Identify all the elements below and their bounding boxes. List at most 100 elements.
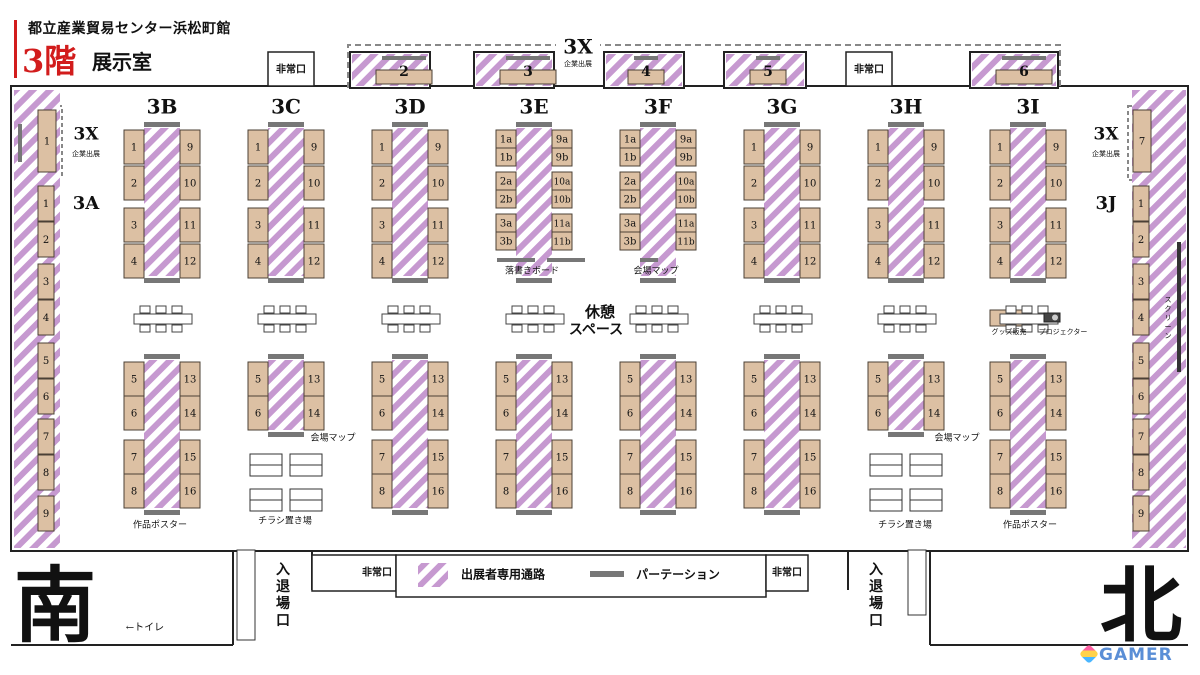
booth-3a <box>37 418 55 455</box>
booth-3a <box>37 495 55 532</box>
booth-number: 14 <box>928 409 941 420</box>
block-label: 3D <box>394 95 425 119</box>
booth <box>675 147 697 167</box>
booth <box>989 243 1011 279</box>
booth-number: 14 <box>308 409 321 420</box>
booth-number: 1 <box>43 199 49 210</box>
rest-chair <box>1037 305 1049 314</box>
booth <box>495 147 517 167</box>
booth <box>1045 473 1067 509</box>
booth-number: 15 <box>184 453 197 464</box>
booth-number: 11 <box>1050 221 1063 232</box>
booth <box>867 243 889 279</box>
booth-3j <box>1132 495 1150 532</box>
booth-number: 5 <box>997 375 1003 386</box>
partition <box>764 122 800 127</box>
corporate-sublabel-right: 企業出展 <box>1092 149 1120 158</box>
rest-table <box>505 305 565 333</box>
rest-table-top <box>381 313 441 325</box>
booth-number: 5 <box>379 375 385 386</box>
booth-number: 2 <box>255 179 261 190</box>
booth-number: 2 <box>997 179 1003 190</box>
rest-chair <box>883 305 895 314</box>
rest-chair <box>651 305 663 314</box>
booth-number: 10 <box>308 179 321 190</box>
booth-3x-top <box>749 69 787 85</box>
rest-chair <box>667 305 679 314</box>
rest-table-top <box>877 313 937 325</box>
booth <box>799 243 821 279</box>
rest-chair <box>527 305 539 314</box>
booth <box>799 165 821 201</box>
partition <box>640 354 676 359</box>
corporate-label-bg <box>556 44 600 66</box>
venue-map-label: 会場マップ <box>934 432 979 444</box>
partition <box>1010 354 1046 359</box>
booth-number: 8 <box>43 468 49 479</box>
rest-table-top <box>753 313 813 325</box>
partition <box>640 510 676 515</box>
booth <box>743 395 765 431</box>
booth <box>495 231 517 251</box>
partition <box>18 124 22 162</box>
rest-chair <box>403 324 415 333</box>
booth <box>303 207 325 243</box>
corporate-booth-number: 4 <box>641 64 651 80</box>
booth-number: 6 <box>255 409 261 420</box>
block-aisle <box>764 128 800 276</box>
partition <box>392 510 428 515</box>
rest-chair <box>1037 324 1049 333</box>
booth-number: 11 <box>928 221 941 232</box>
booth-number: 14 <box>556 409 569 420</box>
booth <box>303 243 325 279</box>
booth-number: 10 <box>928 179 941 190</box>
booth-3a <box>37 342 55 379</box>
booth <box>427 243 449 279</box>
booth <box>619 231 641 251</box>
booth-number: 13 <box>184 375 197 386</box>
booth-number: 2 <box>1138 235 1144 246</box>
rest-chair <box>171 305 183 314</box>
booth-number: 8 <box>1138 468 1144 479</box>
booth <box>551 473 573 509</box>
booth-number: 1 <box>751 143 757 154</box>
entrance-door <box>236 549 256 641</box>
booth <box>989 165 1011 201</box>
rest-chair <box>1021 324 1033 333</box>
partition <box>590 571 624 577</box>
rest-chair <box>171 324 183 333</box>
floor-accent-bar <box>14 20 17 78</box>
booth-number: 6 <box>131 409 137 420</box>
booth <box>427 165 449 201</box>
rest-chair <box>1021 305 1033 314</box>
graffiti-board-label: 落書きボード <box>505 265 559 277</box>
booth <box>867 129 889 165</box>
booth-number: 12 <box>928 257 941 268</box>
booth-number: 10 <box>1050 179 1063 190</box>
booth-number: 13 <box>928 375 941 386</box>
booth-number: 9 <box>435 143 441 154</box>
booth-number: 7 <box>1138 432 1144 443</box>
corporate-label-left: 3X <box>73 125 99 145</box>
booth <box>303 129 325 165</box>
corporate-sublabel-top: 企業出展 <box>564 59 592 68</box>
vertical-char: ー <box>1165 323 1172 331</box>
booth-number: 3 <box>255 221 261 232</box>
booth-number: 1b <box>500 153 513 164</box>
booth <box>427 395 449 431</box>
partition <box>516 278 552 283</box>
booth <box>123 473 145 509</box>
block-label: 3E <box>519 95 548 119</box>
block-label: 3C <box>271 95 301 119</box>
booth-number: 15 <box>556 453 569 464</box>
rest-chair <box>915 305 927 314</box>
partition <box>756 56 780 60</box>
block-label: 3I <box>1016 95 1039 119</box>
partition <box>764 510 800 515</box>
booth-number: 10 <box>432 179 445 190</box>
booth <box>179 473 201 509</box>
booth-3j <box>1132 263 1150 300</box>
wall-label-3a: 3A <box>73 193 101 214</box>
booth-number: 15 <box>1050 453 1063 464</box>
